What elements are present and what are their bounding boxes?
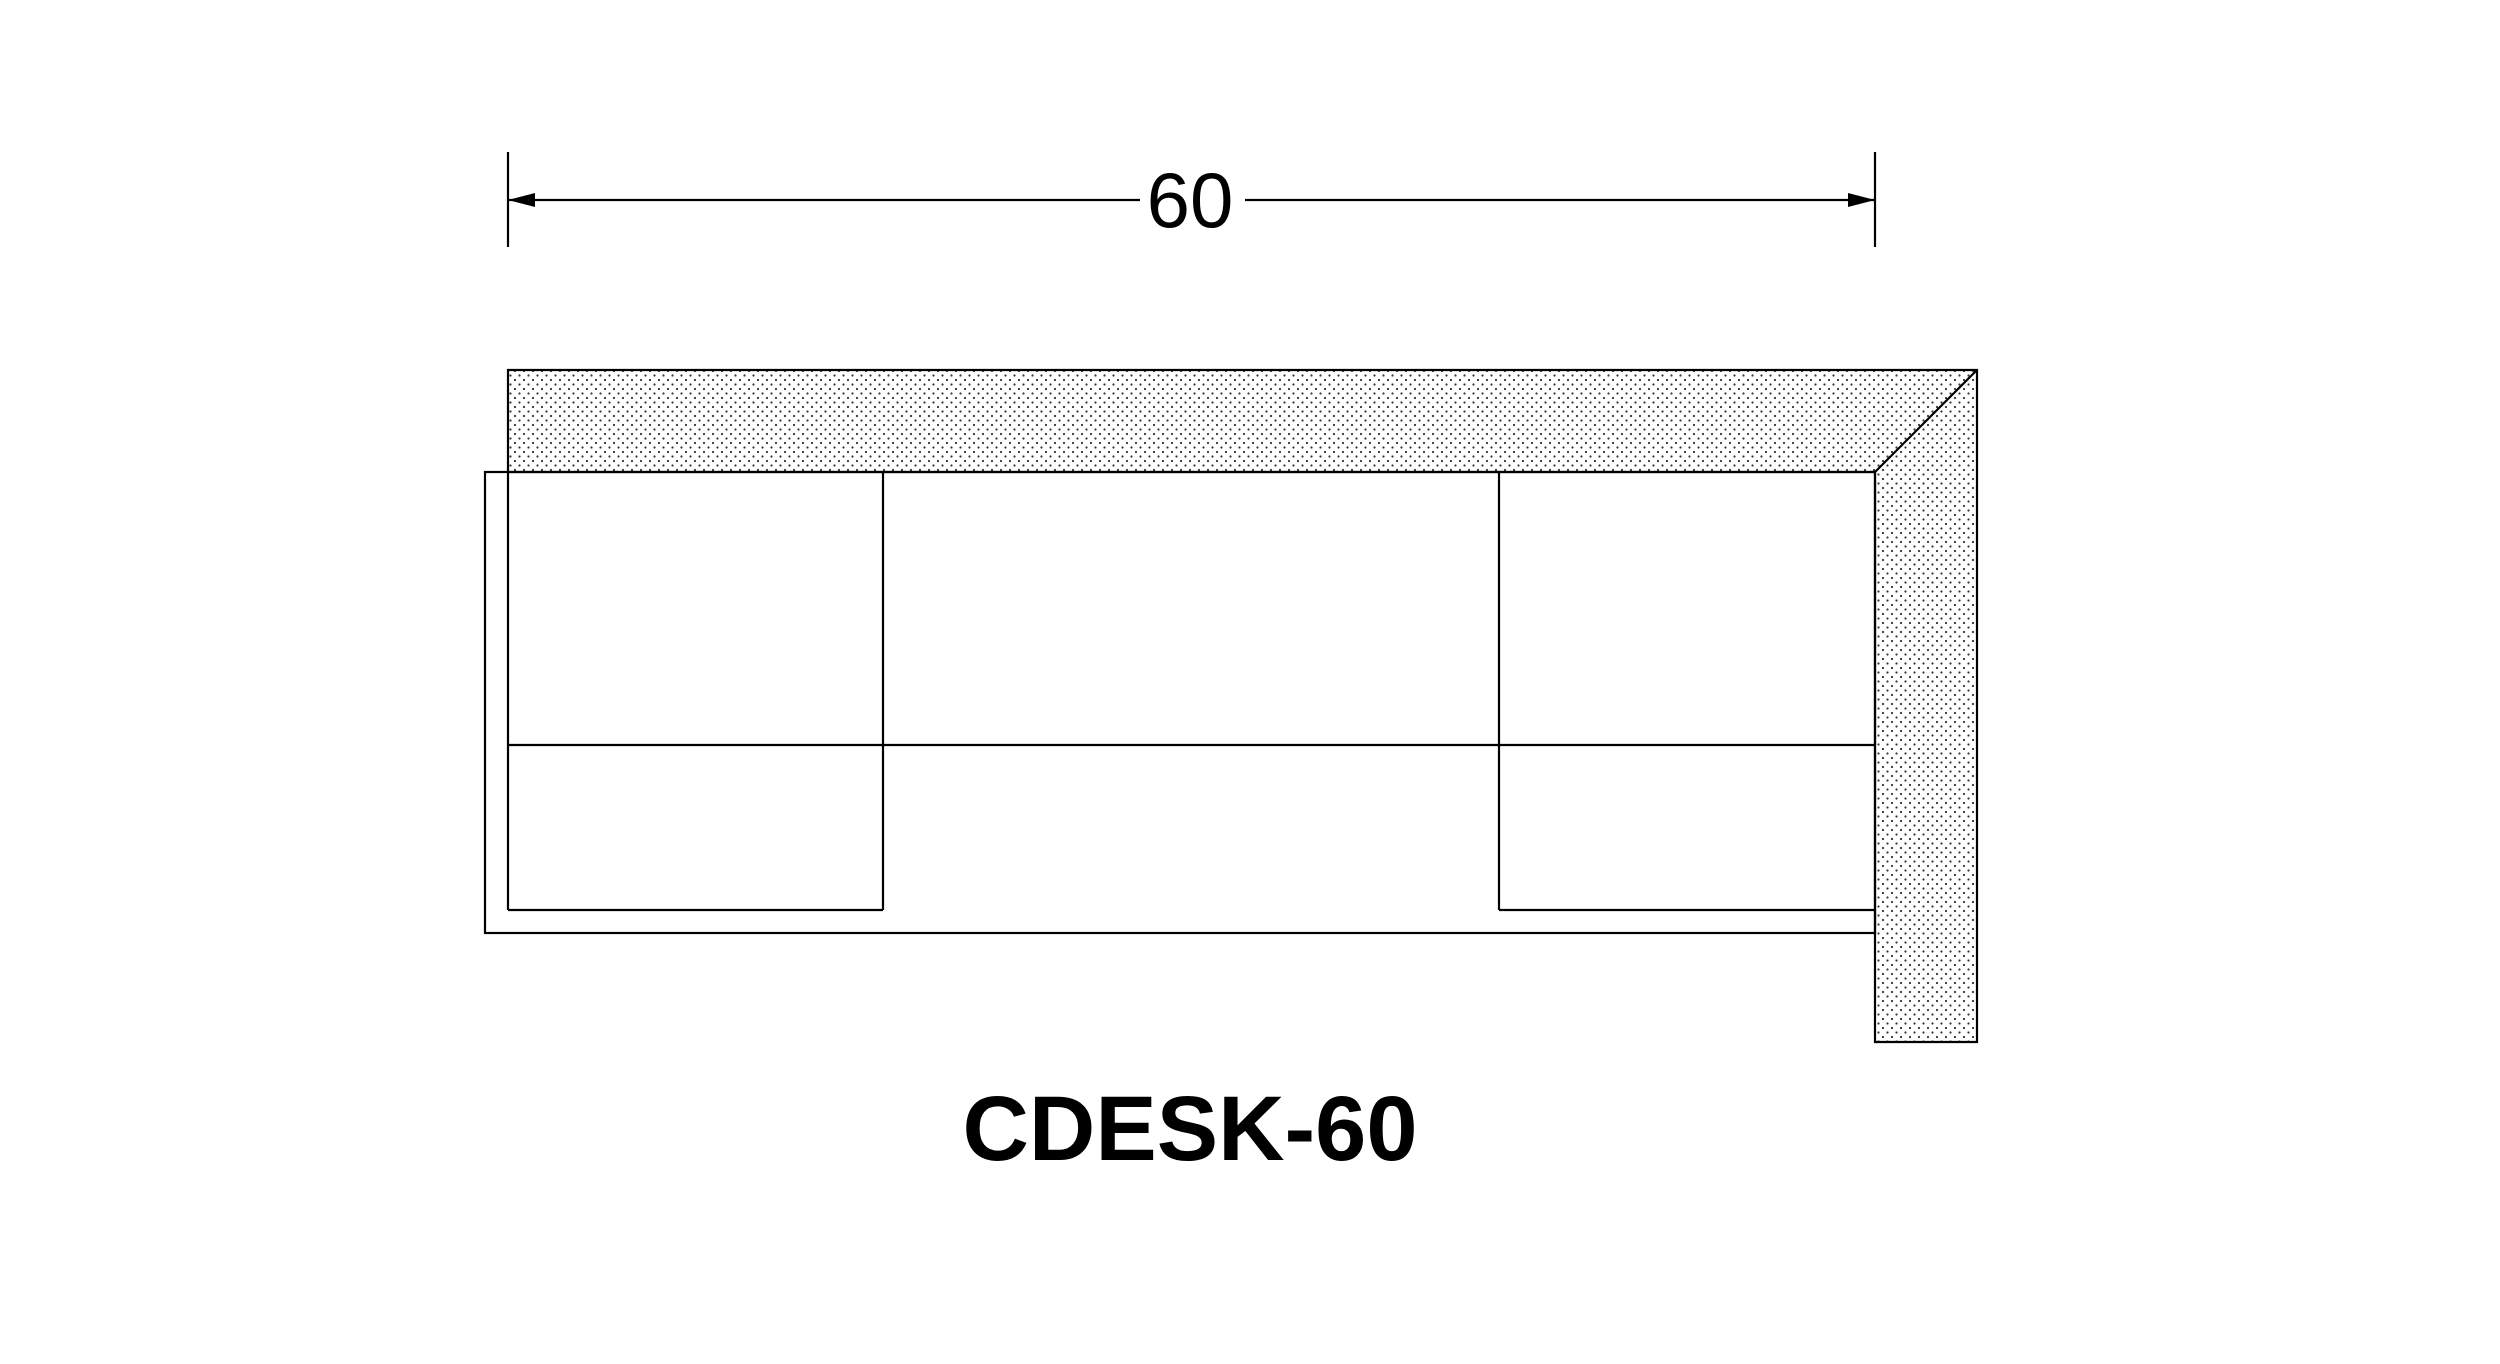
dimension-arrow-left bbox=[508, 193, 535, 207]
dimension-arrow-right bbox=[1848, 193, 1875, 207]
corner-miter-line bbox=[1874, 369, 1978, 473]
hatched-edge-band bbox=[506, 368, 1979, 1044]
dimension-label: 60 bbox=[1147, 156, 1234, 244]
desk-outer-outline bbox=[483, 470, 1877, 935]
dimension-group: 60 bbox=[506, 152, 1877, 247]
desk-body bbox=[483, 470, 1877, 935]
model-title: CDESK-60 bbox=[962, 1078, 1417, 1180]
hatched-band-shape bbox=[506, 368, 1979, 1044]
